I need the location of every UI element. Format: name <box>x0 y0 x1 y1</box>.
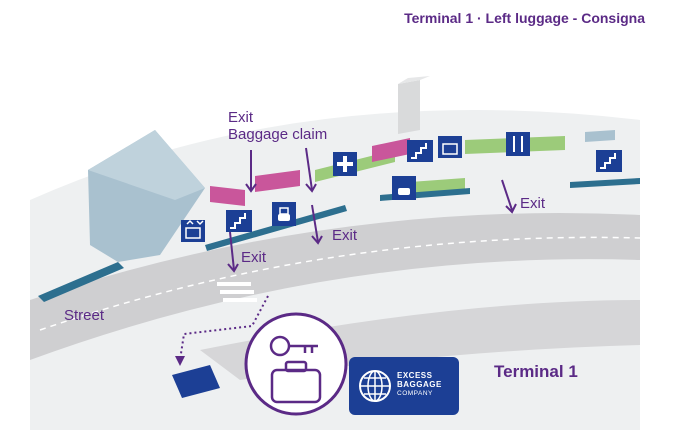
baggage-claim-label: Baggage claim <box>228 126 328 143</box>
logo-line-1: EXCESS <box>397 371 433 380</box>
stairs-icon-3 <box>596 150 622 172</box>
excess-baggage-logo: EXCESS BAGGAGE COMPANY <box>349 357 459 415</box>
left-luggage-location <box>172 365 220 398</box>
terminal-building-top <box>88 130 205 200</box>
baggage-zone-3 <box>372 138 410 162</box>
baggage-zone-2 <box>210 186 245 206</box>
globe-logo-icon <box>359 370 391 402</box>
street-edge <box>38 262 124 302</box>
exit-arrows <box>227 147 517 273</box>
terminal-label: Terminal 1 <box>494 362 578 381</box>
crosswalk <box>217 282 257 302</box>
logo-line-2: BAGGAGE <box>397 380 442 389</box>
luggage-key-icon <box>244 312 348 416</box>
road-upper <box>30 213 640 360</box>
path-arrowhead <box>175 356 185 366</box>
tower-top <box>398 76 430 84</box>
stairs-icon-1 <box>226 210 252 232</box>
exit-label-top: Exit <box>228 109 254 126</box>
restaurant-icon <box>506 132 530 156</box>
page-title: Terminal 1 · Left luggage - Consigna <box>404 10 645 26</box>
edge-1 <box>205 205 347 251</box>
logo-line-3: COMPANY <box>397 390 433 397</box>
gray-block <box>585 130 615 142</box>
tower <box>398 80 420 134</box>
exit-label-right: Exit <box>520 195 546 212</box>
taxi-icon-1 <box>272 202 296 226</box>
first-aid-icon <box>333 152 357 176</box>
exit-label-left: Exit <box>241 249 267 266</box>
elevator-icon-2 <box>438 136 462 158</box>
edge-3 <box>570 178 640 188</box>
stairs-icon-2 <box>407 140 433 162</box>
walking-path <box>179 295 269 361</box>
elevator-icon <box>181 219 205 242</box>
exit-label-center: Exit <box>332 227 358 244</box>
baggage-zone-1 <box>255 170 300 192</box>
street-label: Street <box>64 307 105 324</box>
taxi-icon-2 <box>392 176 416 200</box>
